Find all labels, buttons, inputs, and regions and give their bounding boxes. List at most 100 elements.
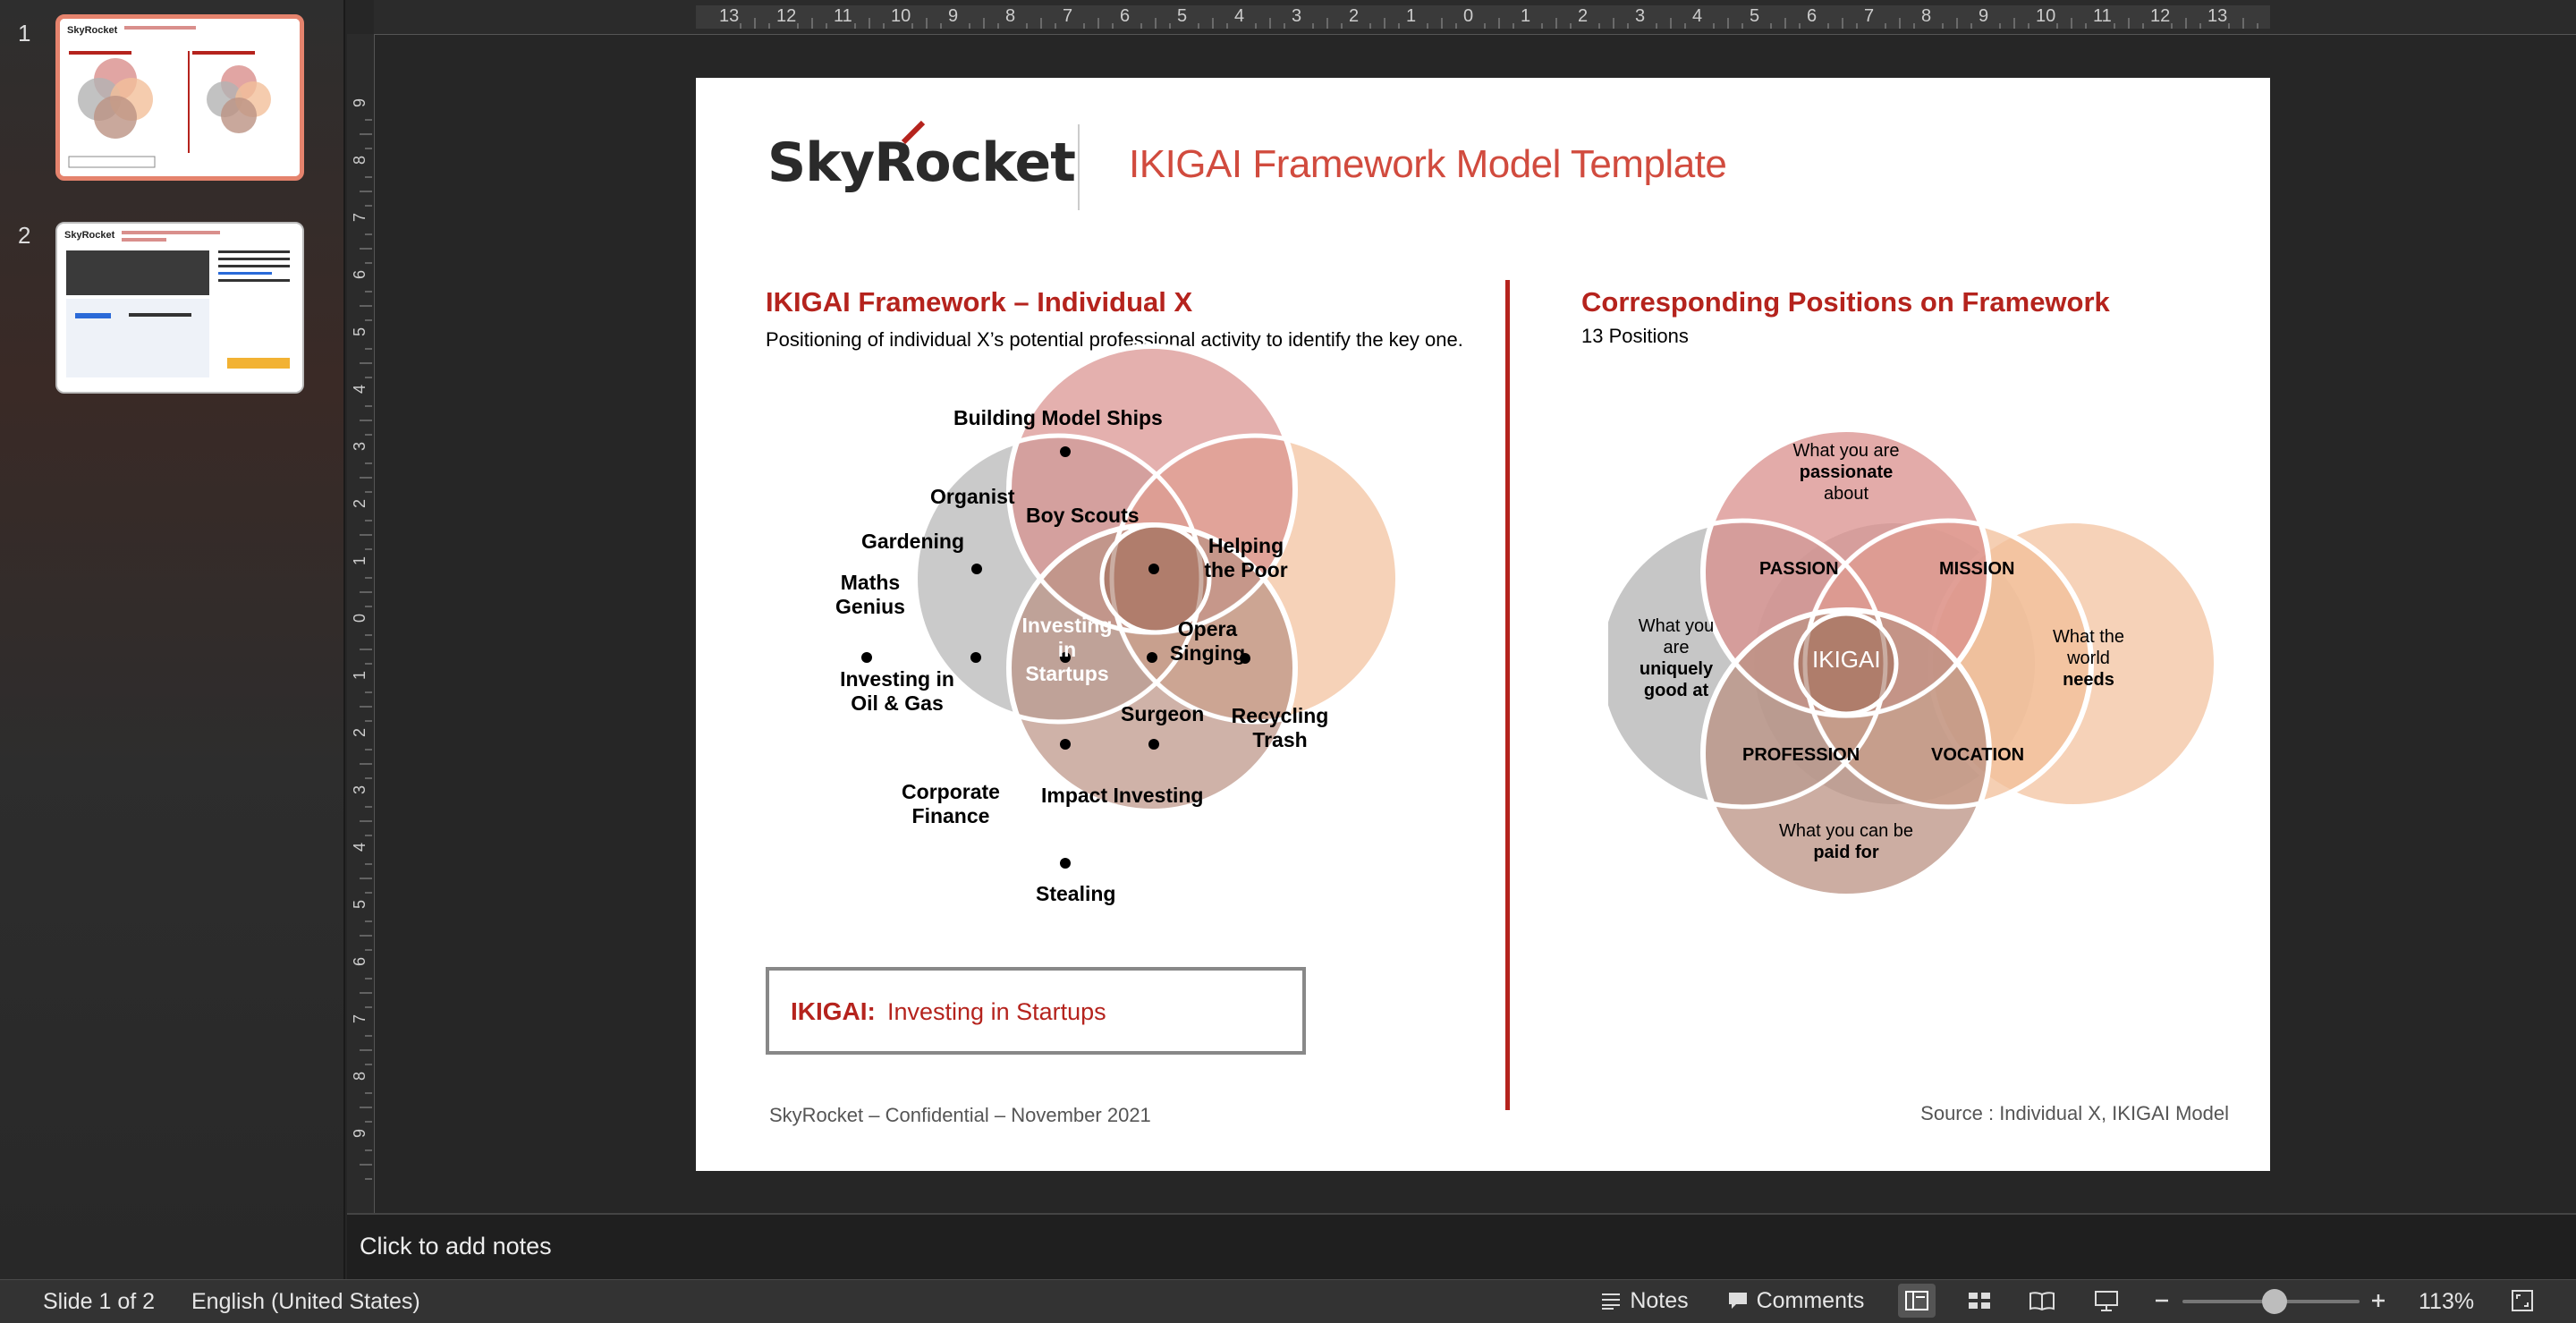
label-profession[interactable]: PROFESSION — [1742, 745, 1860, 765]
label-investing-oil-gas[interactable]: Investing in Oil & Gas — [817, 667, 978, 716]
position-dot — [861, 652, 872, 663]
label-line: What the — [2052, 627, 2125, 647]
ruler-tick-label: 4 — [1234, 6, 1244, 26]
notes-placeholder[interactable]: Click to add notes — [360, 1233, 552, 1259]
notes-button[interactable]: Notes — [1596, 1284, 1692, 1318]
ruler-tick-label: 0 — [1463, 6, 1473, 26]
label-impact-investing[interactable]: Impact Investing — [1041, 784, 1204, 807]
label-corporate-finance[interactable]: Corporate Finance — [897, 780, 1004, 828]
label-maths-genius[interactable]: Maths Genius — [830, 571, 911, 619]
ruler-tick-label: 2 — [351, 728, 369, 737]
label-line: Corporate — [902, 780, 1000, 803]
ruler-tick-label: 7 — [351, 213, 369, 222]
slideshow-button[interactable] — [2088, 1284, 2125, 1318]
label-vocation[interactable]: VOCATION — [1931, 745, 2025, 765]
ikigai-individual-venn — [861, 343, 1401, 869]
label-paid-for[interactable]: What you can be paid for — [1757, 820, 1936, 863]
ruler-tick-label: 3 — [1292, 6, 1301, 26]
thumbnail-slide-2[interactable]: SkyRocket — [55, 222, 304, 394]
label-line: Maths — [840, 571, 901, 594]
ruler-tick-label: 7 — [1063, 6, 1072, 26]
label-building-model-ships[interactable]: Building Model Ships — [953, 406, 1163, 429]
label-investing-in-startups[interactable]: Investing in Startups — [1013, 614, 1121, 686]
label-line: Oil & Gas — [851, 691, 944, 715]
position-dot — [1060, 739, 1071, 750]
zoom-slider-thumb[interactable] — [2261, 1289, 2287, 1314]
label-passionate-about[interactable]: What you are passionate about — [1766, 440, 1927, 505]
footer-source[interactable]: Source : Individual X, IKIGAI Model — [1920, 1102, 2229, 1124]
thumbnail-1-preview: SkyRocket — [60, 19, 300, 176]
left-subheading[interactable]: Positioning of individual X’s potential … — [766, 328, 1463, 351]
slide-sorter-button[interactable] — [1961, 1284, 1998, 1318]
ruler-tick-label: 3 — [351, 785, 369, 794]
label-line: Investing in — [840, 667, 954, 691]
label-passion[interactable]: PASSION — [1759, 559, 1839, 579]
ruler-tick-label: 3 — [1635, 6, 1645, 26]
framework-venn-group — [1608, 427, 2094, 899]
label-line: Finance — [911, 804, 990, 827]
label-gardening[interactable]: Gardening — [861, 530, 965, 553]
ruler-tick-label: 8 — [1921, 6, 1931, 26]
normal-view-button[interactable] — [1898, 1284, 1936, 1318]
label-line: Recycling — [1231, 704, 1329, 727]
label-opera-singing[interactable]: Opera Singing — [1163, 617, 1252, 666]
ruler-tick-label: 3 — [351, 442, 369, 451]
reading-view-icon — [2029, 1292, 2055, 1311]
thumbnail-number: 1 — [18, 20, 31, 47]
label-organist[interactable]: Organist — [930, 485, 1015, 508]
ruler-tick-label: 9 — [351, 98, 369, 107]
fit-slide-button[interactable] — [2506, 1284, 2538, 1318]
venn-center-ikigai — [1099, 522, 1212, 635]
ruler-tick-label: 2 — [1578, 6, 1588, 26]
label-line: Helping — [1208, 534, 1284, 557]
slide-canvas[interactable]: SkyRocket IKIGAI Framework Model Templat… — [696, 78, 2270, 1171]
ruler-tick-label: 1 — [351, 556, 369, 565]
label-stealing[interactable]: Stealing — [1036, 882, 1116, 905]
label-world-needs[interactable]: What the world needs — [2039, 626, 2138, 691]
right-heading[interactable]: Corresponding Positions on Framework — [1581, 286, 2110, 318]
ikigai-result-box[interactable]: IKIGAI: Investing in Startups — [766, 967, 1306, 1055]
label-line: uniquely — [1639, 659, 1714, 679]
footer-confidential[interactable]: SkyRocket – Confidential – November 2021 — [769, 1104, 1151, 1126]
ruler-tick-label: 9 — [351, 1129, 369, 1138]
logo-part-rocket: Rocket — [874, 131, 1076, 194]
label-line: good at — [1643, 681, 1709, 700]
label-line: about — [1823, 484, 1869, 504]
ruler-tick-label: 8 — [1005, 6, 1015, 26]
ikigai-result-label: IKIGAI: — [791, 997, 876, 1025]
left-heading[interactable]: IKIGAI Framework – Individual X — [766, 286, 1193, 318]
thumbnail-slide-1[interactable]: SkyRocket — [55, 14, 304, 181]
label-surgeon[interactable]: Surgeon — [1121, 702, 1205, 725]
ruler-tick-label: 12 — [2150, 6, 2170, 26]
label-helping-the-poor[interactable]: Helping the Poor — [1197, 534, 1295, 582]
ruler-tick-label: 5 — [1750, 6, 1759, 26]
zoom-in-button[interactable] — [2365, 1284, 2392, 1318]
label-boy-scouts[interactable]: Boy Scouts — [1026, 504, 1140, 527]
ruler-tick-label: 1 — [1521, 6, 1530, 26]
svg-text:SkyRocket: SkyRocket — [64, 230, 115, 241]
ruler-tick-label: 6 — [1807, 6, 1817, 26]
label-uniquely-good-at[interactable]: What you are uniquely good at — [1623, 615, 1730, 701]
notes-pane[interactable]: Click to add notes — [347, 1213, 2576, 1281]
zoom-out-button[interactable] — [2148, 1284, 2175, 1318]
label-line: are — [1663, 638, 1690, 657]
label-ikigai[interactable]: IKIGAI — [1812, 646, 1881, 673]
reading-view-button[interactable] — [2023, 1284, 2061, 1318]
position-dot — [1147, 652, 1157, 663]
label-recycling-trash[interactable]: Recycling Trash — [1226, 704, 1334, 752]
label-mission[interactable]: MISSION — [1939, 559, 2015, 579]
label-line: Genius — [835, 595, 905, 618]
language-indicator[interactable]: English (United States) — [191, 1289, 420, 1314]
slide-title[interactable]: IKIGAI Framework Model Template — [1129, 142, 1727, 186]
zoom-level[interactable]: 113% — [2419, 1289, 2475, 1314]
comments-button[interactable]: Comments — [1724, 1284, 1866, 1318]
ruler-tick-label: 13 — [2207, 6, 2227, 26]
position-dot — [1240, 653, 1250, 664]
ruler-tick-label: 10 — [2036, 6, 2055, 26]
comments-icon — [1728, 1293, 1747, 1309]
right-subheading[interactable]: 13 Positions — [1581, 325, 1689, 347]
ruler-tick-label: 8 — [351, 1072, 369, 1081]
